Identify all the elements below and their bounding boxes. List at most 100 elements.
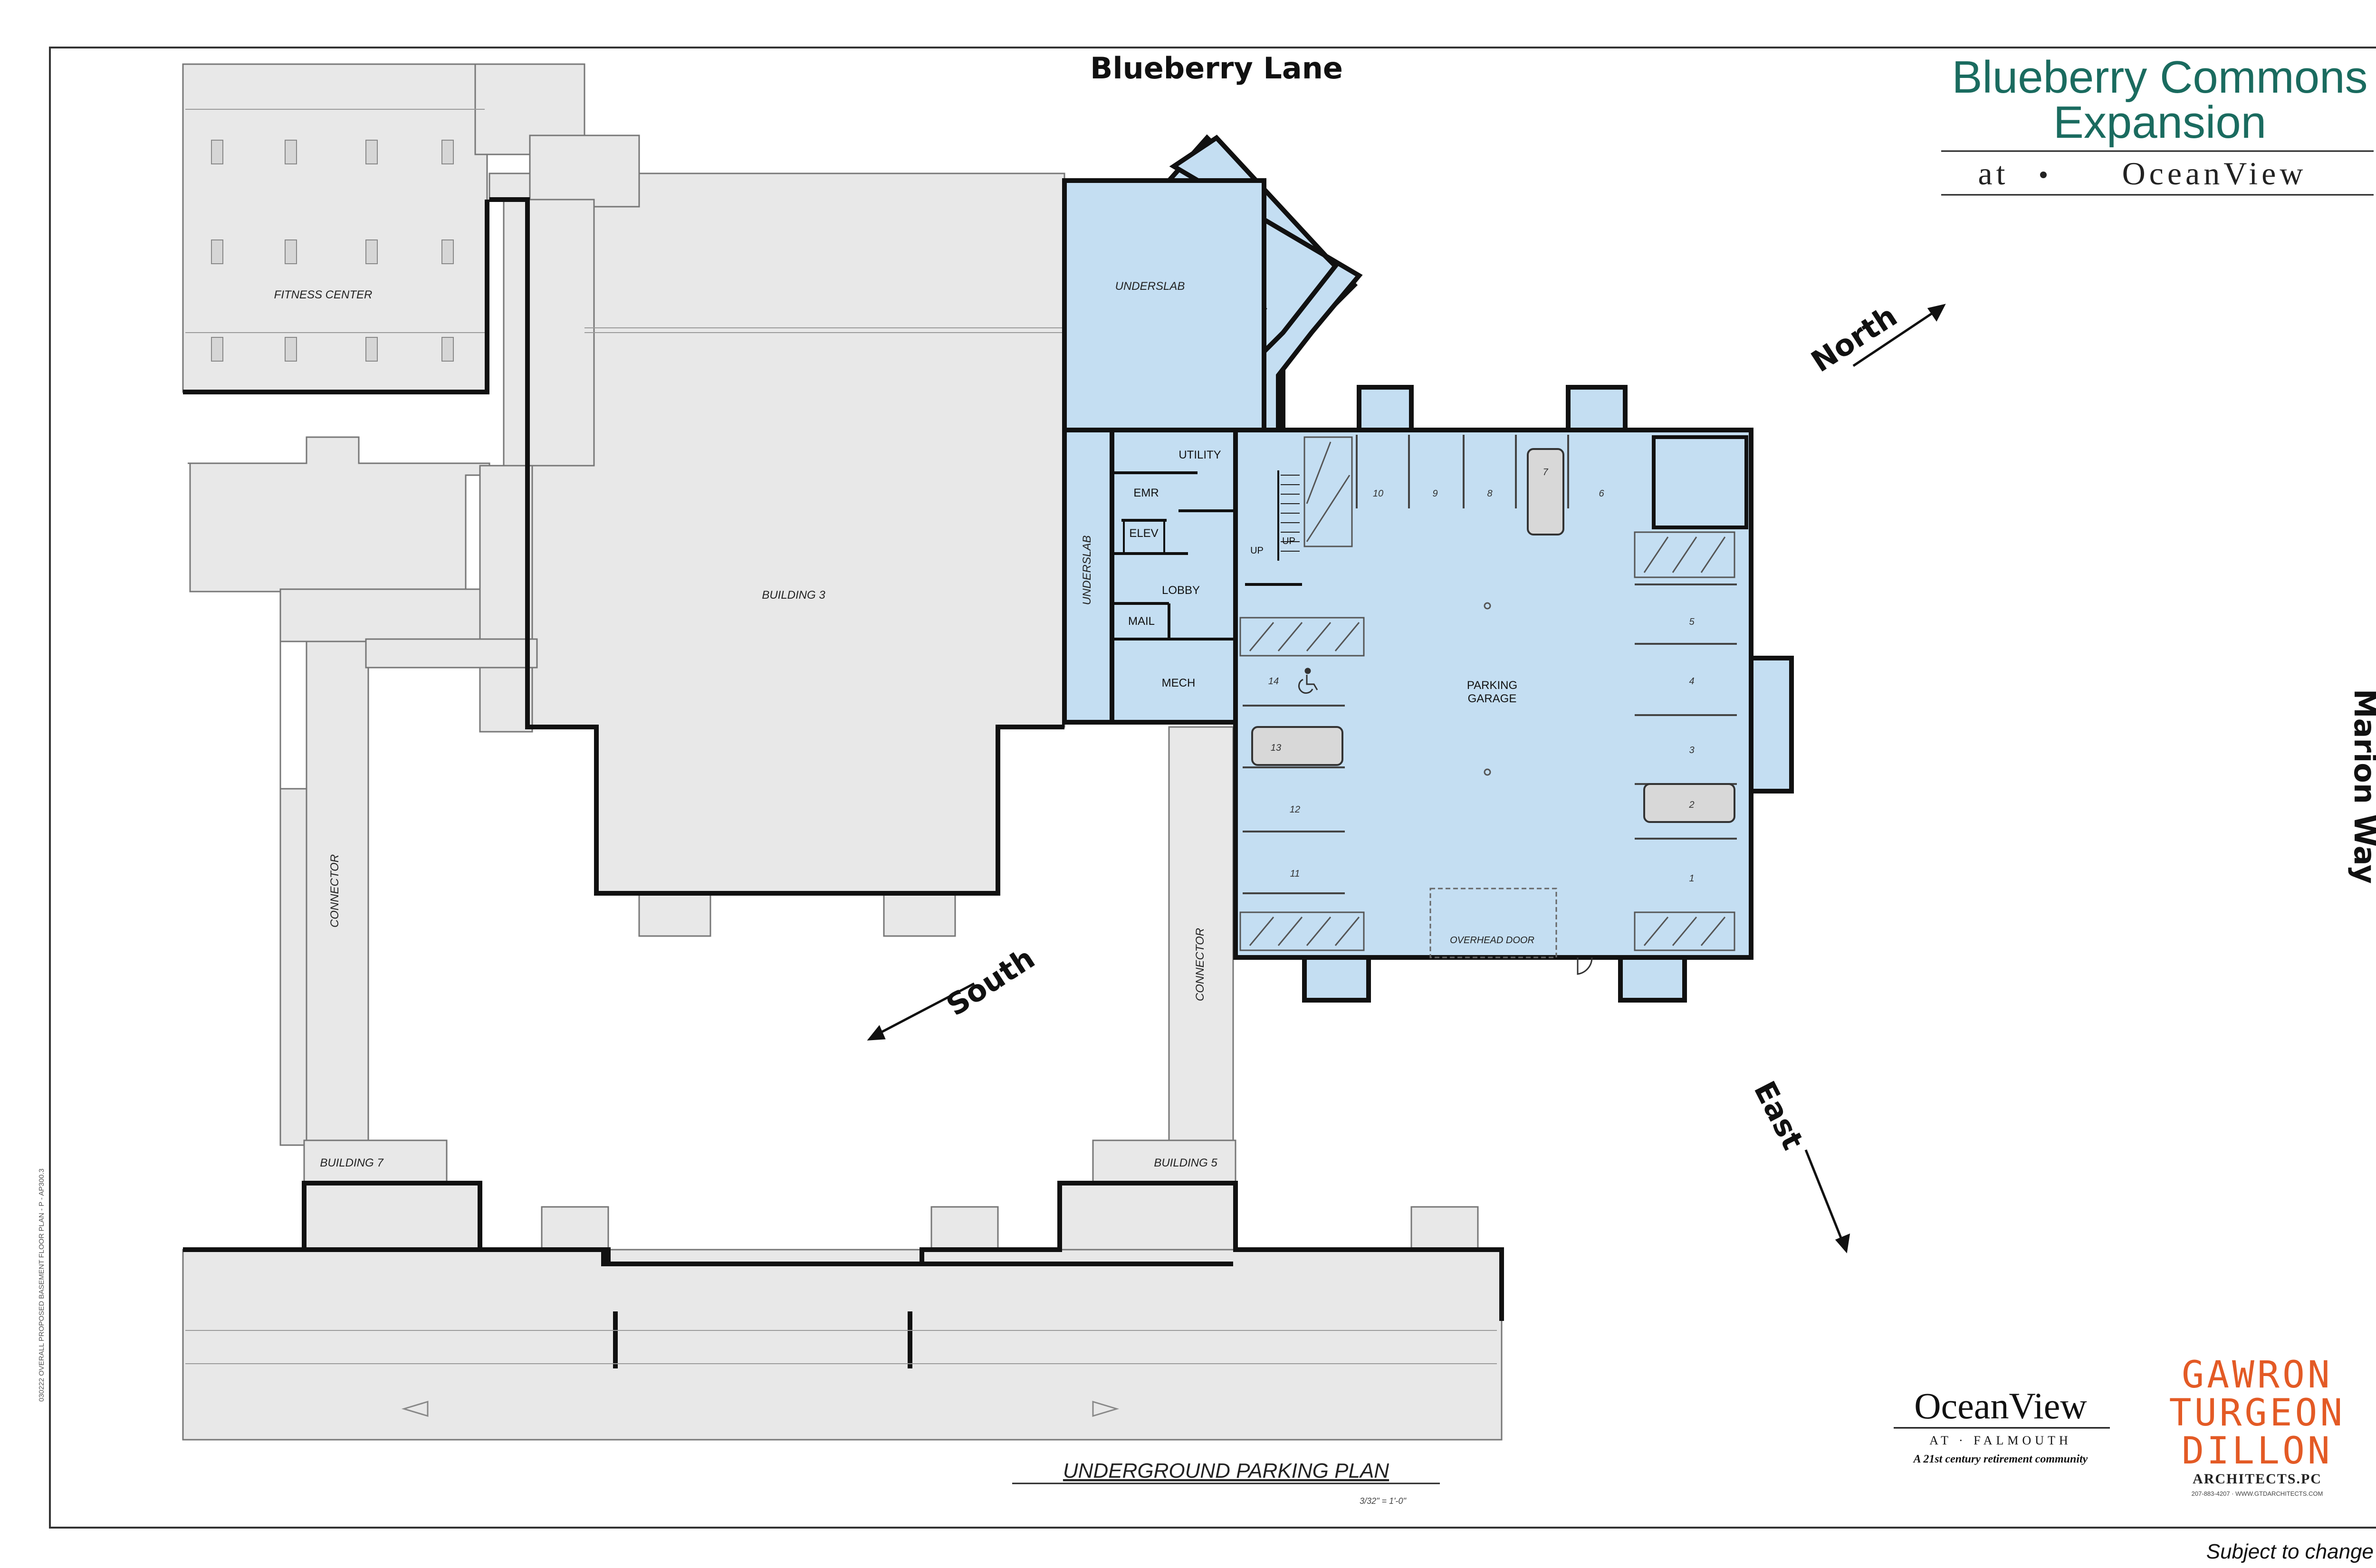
- label-connector-right: CONNECTOR: [1194, 928, 1207, 1001]
- space-number: 1: [1689, 873, 1694, 884]
- garage-bay-bottom-left: [1302, 955, 1371, 1003]
- direction-east-label: East: [1747, 1076, 1811, 1155]
- oceanview-logo-name: OceanView: [1914, 1385, 2087, 1426]
- core-labels: UTILITY EMR ELEV LOBBY MAIL MECH UP UP P…: [1128, 449, 1517, 705]
- oceanview-logo-sub: AT · FALMOUTH: [1929, 1434, 2071, 1447]
- space-numbers-top: 10 9 8 7 6: [1373, 467, 1605, 499]
- space-number: 4: [1689, 676, 1694, 687]
- space-number: 12: [1290, 804, 1300, 815]
- bottom-bay-3: [1410, 1206, 1479, 1251]
- space-number: 3: [1689, 745, 1694, 755]
- direction-arrows: [867, 304, 1946, 1253]
- connector-left-join: [365, 638, 538, 669]
- label-building-5: BUILDING 5: [1154, 1157, 1217, 1169]
- space-number: 10: [1373, 488, 1383, 499]
- overhead-door-zone: [1429, 888, 1557, 958]
- label-connector-left: CONNECTOR: [328, 854, 341, 927]
- label-overhead-door: OVERHEAD DOOR: [1450, 935, 1534, 946]
- bottom-bay-1: [541, 1206, 609, 1251]
- space-number: 8: [1487, 488, 1492, 499]
- direction-south-label: South: [940, 941, 1041, 1023]
- b3-bay-left: [638, 892, 711, 937]
- connector-right-corridor: [1168, 726, 1234, 1146]
- space-number: 11: [1290, 869, 1300, 879]
- bottom-building-row: [182, 1249, 1503, 1441]
- car-space-7: [1527, 448, 1564, 535]
- room-labels: FITNESS CENTER BUILDING 3 UNDERSLAB UNDE…: [274, 280, 1534, 1169]
- oceanview-logo-tagline: A 21st century retirement community: [1913, 1453, 2088, 1465]
- plan-title: UNDERGROUND PARKING PLAN: [1063, 1459, 1389, 1482]
- label-lobby: LOBBY: [1162, 584, 1200, 597]
- label-fitness-center: FITNESS CENTER: [274, 288, 373, 301]
- accessible-parking-icon: [1298, 668, 1318, 694]
- connector-left-mid: [479, 465, 533, 733]
- garage-column-2: [1484, 768, 1491, 776]
- north-arrow-line: [1852, 307, 1940, 367]
- b3-bay-right: [883, 892, 956, 937]
- title-sub-dot: [2040, 172, 2047, 178]
- space-numbers-right: 5 4 3 2 1: [1688, 617, 1695, 884]
- street-blueberry-lane: Blueberry Lane: [1090, 51, 1343, 86]
- garage-column-1: [1484, 602, 1491, 610]
- space-number: 9: [1432, 488, 1437, 499]
- gtd-logo-line-1: GAWRON: [2182, 1354, 2333, 1396]
- label-emr: EMR: [1133, 487, 1159, 499]
- garage-bay-top-right: [1566, 385, 1628, 432]
- building-5-block: [1092, 1139, 1236, 1184]
- title-line-2: Expansion: [2053, 97, 2266, 148]
- title-sub-name: OceanView: [2122, 155, 2307, 191]
- bottom-core-right: [1059, 1182, 1236, 1251]
- gtd-logo-line-4: ARCHITECTS.PC: [2193, 1471, 2322, 1487]
- garage-bay-top-left: [1357, 385, 1414, 432]
- label-up-1: UP: [1282, 536, 1295, 546]
- stair-treads: [1281, 475, 1300, 552]
- sheet-side-note: 030222 OVERALL PROPOSED BASEMENT FLOOR P…: [38, 1168, 46, 1402]
- space-number: 13: [1271, 743, 1281, 753]
- garage-bay-bottom-right: [1618, 955, 1687, 1003]
- label-mail: MAIL: [1128, 615, 1155, 628]
- street-labels: Blueberry Lane Marion Way: [1090, 51, 2376, 884]
- connector-left-upper: [279, 588, 481, 642]
- gtd-logo-contact: 207-883-4207 · WWW.GTDARCHITECTS.COM: [2192, 1490, 2323, 1497]
- bottom-area-markers: [401, 1400, 1120, 1417]
- connector-left-corridor: [306, 638, 369, 1146]
- disclaimer-text: Subject to change: [2206, 1540, 2374, 1563]
- gray-buildings: [182, 63, 1503, 1441]
- bottom-bay-2: [930, 1206, 999, 1251]
- gtd-logo-line-3: DILLON: [2182, 1430, 2333, 1472]
- label-underslab-side: UNDERSLAB: [1081, 535, 1093, 605]
- garage-entry-door-swing: [1577, 957, 1593, 975]
- title-block: Blueberry Commons Expansion at OceanView: [1941, 52, 2374, 196]
- oceanview-logo: OceanView AT · FALMOUTH A 21st century r…: [1894, 1385, 2110, 1465]
- label-up-2: UP: [1250, 545, 1264, 556]
- building-3-stem: [529, 134, 640, 208]
- label-garage: GARAGE: [1468, 692, 1517, 705]
- car-space-13: [1251, 726, 1343, 766]
- space-number: 6: [1599, 488, 1604, 499]
- heavy-outlines-gray: [183, 197, 1504, 1368]
- garage-hatch-zones: [1239, 435, 1748, 951]
- direction-north-label: North: [1805, 298, 1903, 379]
- car-space-2: [1643, 783, 1735, 823]
- building-3-lobby: [503, 199, 595, 467]
- bottom-core-left: [303, 1182, 481, 1251]
- south-arrow-head: [867, 1025, 886, 1041]
- south-arrow-line: [873, 982, 975, 1037]
- space-number: 14: [1268, 676, 1279, 687]
- fitness-columns: [211, 140, 454, 362]
- service-core-walls: [1112, 470, 1302, 641]
- space-numbers-left: 14 13 12 11: [1268, 676, 1300, 879]
- space-number: 5: [1689, 617, 1695, 627]
- north-arrow-head: [1927, 304, 1946, 322]
- space-number: 2: [1688, 800, 1694, 810]
- label-underslab-top: UNDERSLAB: [1115, 280, 1185, 293]
- garage-bay-right: [1749, 656, 1794, 794]
- label-elev: ELEV: [1129, 527, 1158, 540]
- space-number: 7: [1542, 467, 1548, 478]
- title-sub-at: at: [1978, 155, 2009, 191]
- label-mech: MECH: [1162, 677, 1196, 689]
- label-utility: UTILITY: [1178, 449, 1221, 461]
- parked-cars: [1251, 448, 1735, 823]
- label-building-3: BUILDING 3: [762, 589, 825, 602]
